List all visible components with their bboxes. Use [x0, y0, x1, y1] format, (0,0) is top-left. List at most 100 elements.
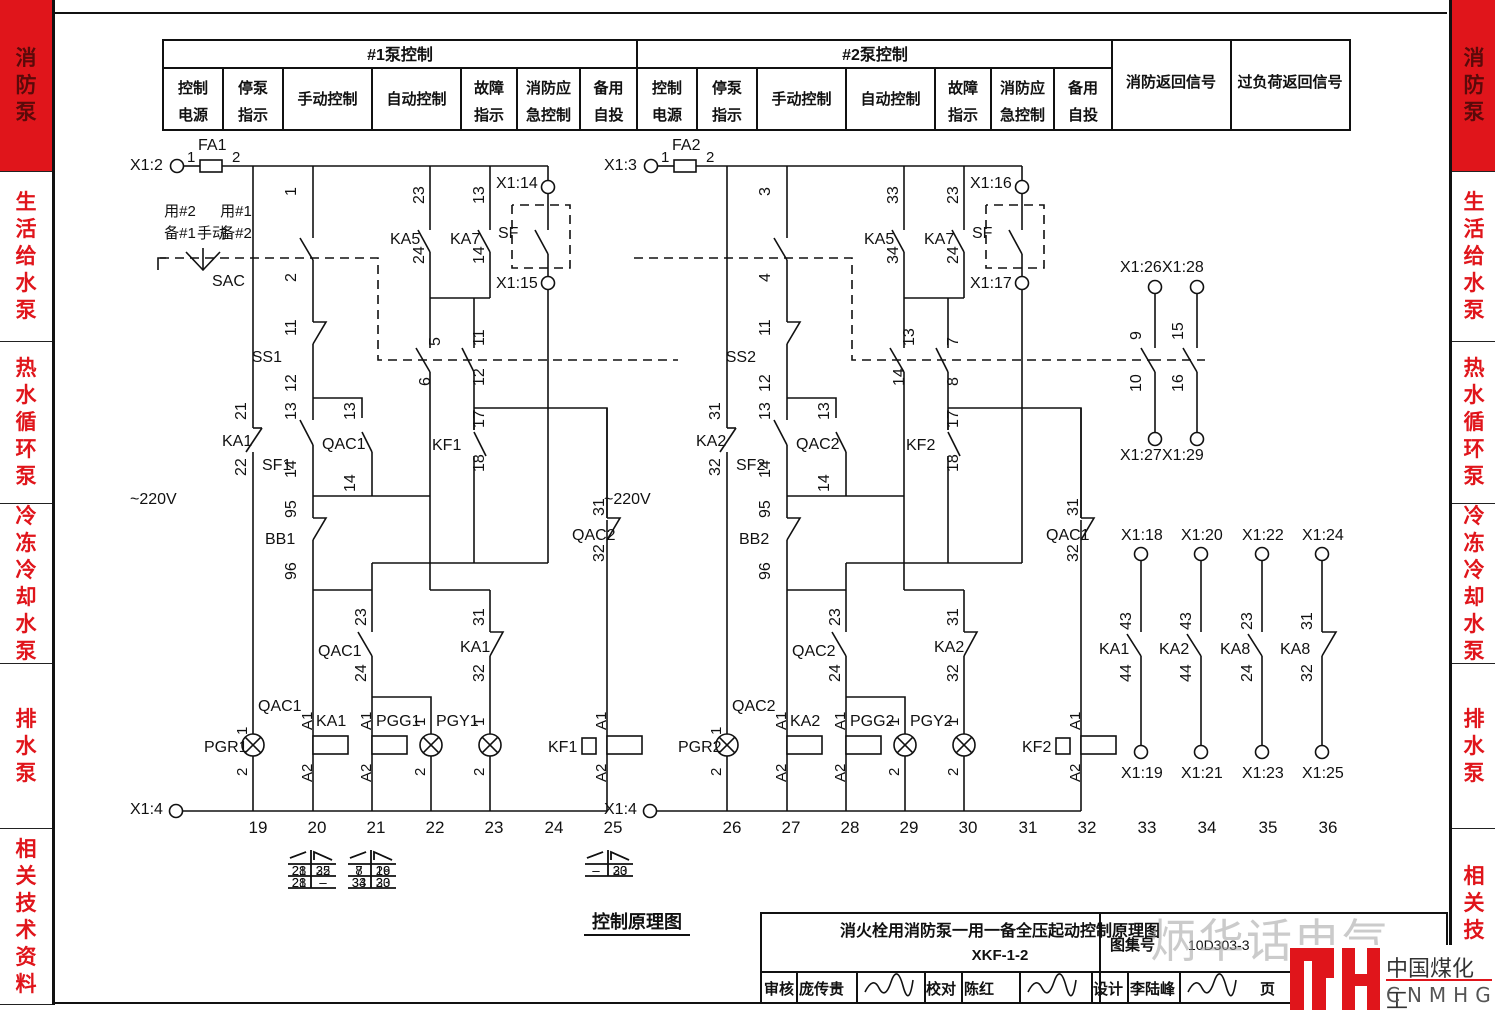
voltage-label: ~220V	[130, 491, 177, 508]
thermal-relay-label: BB1	[265, 531, 295, 548]
logo-mark-icon	[1290, 948, 1380, 1010]
pin-label: 12	[283, 374, 300, 392]
column-number: 28	[841, 818, 860, 837]
indicator-lamp-icon	[896, 736, 914, 754]
xref-value: 34	[352, 875, 366, 890]
pin-label: 2	[886, 768, 903, 776]
terminal-label: X1:27	[1120, 447, 1162, 464]
sidebar-item-char: 冻	[15, 530, 37, 555]
sidebar-item-char: 相	[1463, 863, 1485, 888]
hold-contact-label: QAC2	[796, 436, 840, 453]
sidebar-item-char: 循	[1463, 410, 1485, 434]
terminal-label: X1:14	[496, 175, 538, 192]
terminal-label: X1:20	[1181, 527, 1223, 544]
sidebar-item-2[interactable]: 热水循环泵	[0, 342, 52, 504]
pin-label: A2	[832, 764, 849, 782]
terminal-icon	[168, 803, 184, 819]
pin-label: 13	[901, 328, 918, 346]
terminal-label: X1:19	[1121, 765, 1163, 782]
load-label: KF2	[1022, 739, 1051, 756]
sidebar-item-char: 活	[15, 217, 37, 241]
load-label: KF1	[548, 739, 577, 756]
group1-column-label: 手动控制	[297, 90, 357, 108]
return-terminal-label: X1:4	[130, 801, 163, 818]
pin-label: 14	[471, 246, 488, 264]
signal-relay-label: KA2	[1159, 641, 1189, 658]
sidebar-item-char: 泵	[1463, 100, 1485, 124]
contact-nc-icon	[719, 427, 737, 453]
pin-label: 43	[1178, 612, 1195, 630]
right-sidebar-item-2[interactable]: 热水循环泵	[1452, 342, 1495, 504]
sidebar-item-5[interactable]: 相关技术资料	[0, 829, 52, 1005]
sidebar-item-char: 水	[15, 733, 37, 758]
sidebar-item-char: 关	[1463, 890, 1485, 915]
sidebar-item-1[interactable]: 生活给水泵	[0, 172, 52, 342]
selector-linkage	[634, 257, 1152, 361]
column-number: 20	[308, 818, 327, 837]
remote-stop-label: SF	[972, 225, 993, 242]
pin-label: 32	[1065, 544, 1082, 562]
pin-label: 12	[471, 368, 488, 386]
right-sidebar-item-4[interactable]: 排水泵	[1452, 664, 1495, 829]
sidebar-item-char: 循	[15, 410, 37, 434]
sidebar-item-0[interactable]: 消防泵	[0, 0, 52, 172]
selector-position-label: 备#2	[220, 225, 252, 242]
selector-position-label: 用#1	[220, 203, 252, 220]
signal-relay-label: KA1	[1099, 641, 1129, 658]
sidebar-item-char: 环	[1463, 437, 1485, 461]
pin-label: A1	[358, 712, 375, 730]
sidebar-item-char: 水	[1463, 383, 1485, 407]
column-number: 33	[1138, 818, 1157, 837]
signature-icon	[1027, 973, 1077, 997]
sidebar-item-3[interactable]: 冷冻冷却水泵	[0, 504, 52, 664]
xref-no-icon	[349, 851, 367, 859]
logo-english-text: CNMHG	[1386, 983, 1495, 1007]
relay-coil-icon	[606, 735, 643, 755]
terminal-icon	[1133, 744, 1149, 760]
pin-label: 1	[283, 187, 300, 196]
right-sidebar-item-0[interactable]: 消防泵	[1452, 0, 1495, 172]
diagram-caption: 控制原理图	[592, 911, 682, 932]
xref-value: –	[592, 863, 600, 878]
load-label: QAC2	[732, 698, 776, 715]
terminal-icon	[540, 179, 556, 195]
selector-contact-icon	[299, 237, 314, 261]
terminal-icon	[1189, 279, 1205, 295]
terminal-label: X1:24	[1302, 527, 1344, 544]
sidebar-item-char: 水	[1463, 271, 1485, 295]
right-sidebar-item-3[interactable]: 冷冻冷却水泵	[1452, 504, 1495, 664]
group2-column-label: 急控制	[1000, 106, 1045, 124]
return-terminal-label: X1:4	[604, 801, 637, 818]
sidebar-item-char: 给	[15, 244, 37, 268]
contact-nc-icon	[245, 427, 263, 453]
xref-value: 26	[376, 863, 390, 878]
pin-label: 34	[885, 246, 902, 264]
pin-label: 14	[342, 474, 359, 492]
pin-label: 24	[353, 664, 370, 682]
pin-label: 24	[827, 664, 844, 682]
contact-nc-icon	[489, 631, 505, 657]
timer-contact-icon	[947, 431, 961, 457]
pin-label: 22	[233, 458, 250, 476]
person-name: 庞传贵	[799, 980, 844, 998]
sidebar-item-4[interactable]: 排水泵	[0, 664, 52, 829]
contact-nc-icon	[606, 517, 622, 541]
pin-label: 31	[1065, 498, 1082, 516]
pin-label: 31	[707, 402, 724, 420]
relay-coil-icon	[1080, 735, 1117, 755]
indicator-lamp-icon	[481, 736, 499, 754]
right-sidebar-item-1[interactable]: 生活给水泵	[1452, 172, 1495, 342]
wire	[846, 696, 906, 734]
xref-value: 28	[292, 863, 306, 878]
fuse-label: FA2	[672, 137, 701, 154]
sidebar-item-char: 术	[15, 917, 37, 942]
column-number: 19	[249, 818, 268, 837]
role-label: 审核	[764, 980, 794, 998]
hold-contact-icon	[361, 431, 373, 453]
terminal-label: X1:18	[1121, 527, 1163, 544]
pin-label: 18	[945, 454, 962, 472]
hold-contact-label: QAC1	[322, 436, 366, 453]
terminal-icon	[1133, 546, 1149, 562]
pin-label: 12	[757, 374, 774, 392]
xref-value: 7	[355, 863, 362, 878]
